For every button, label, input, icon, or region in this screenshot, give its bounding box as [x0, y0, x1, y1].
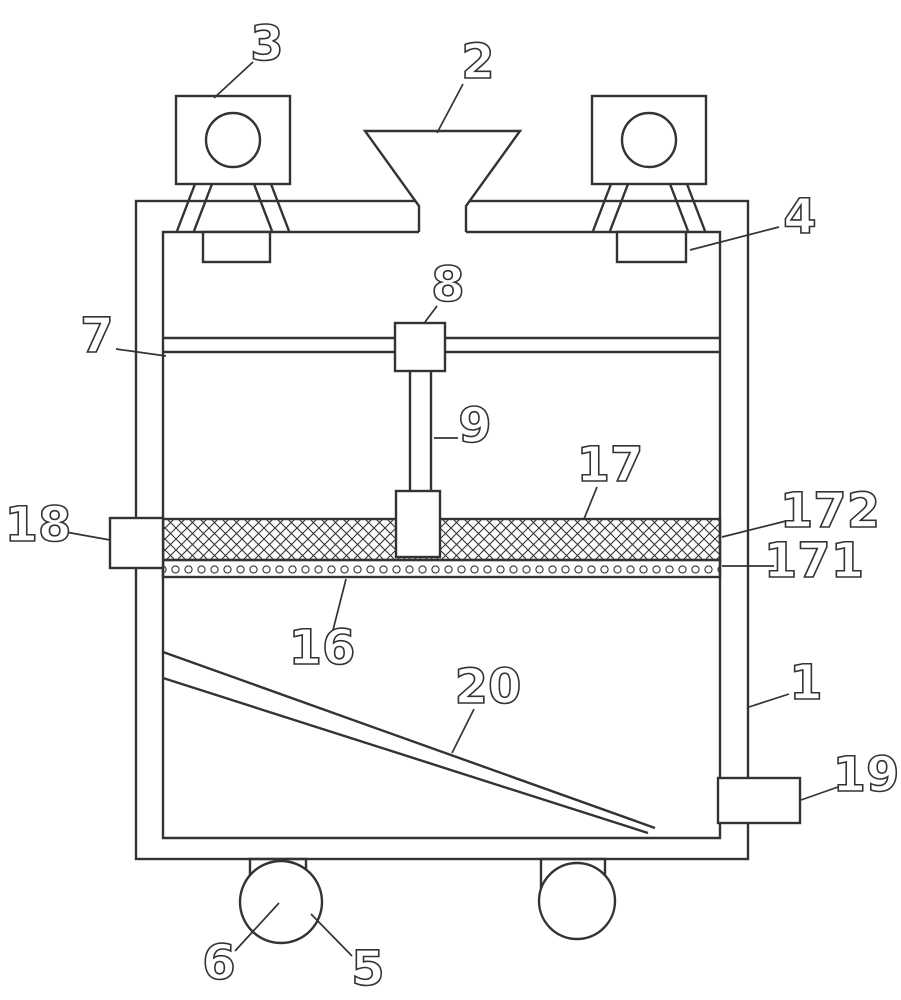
ref-label-2: 2 — [461, 34, 494, 90]
right-motor-body — [590, 94, 708, 186]
ref-label-6: 6 — [202, 935, 235, 991]
ref-label-9: 9 — [458, 398, 491, 454]
right-motor-leg-2 — [608, 183, 630, 232]
left-wheel — [238, 859, 324, 945]
filter-mat-hatched — [161, 517, 722, 562]
leader-line-1 — [748, 693, 790, 708]
leader-line-2 — [436, 83, 464, 134]
leader-line-16 — [330, 578, 347, 639]
left-motor-leg-4 — [269, 183, 291, 232]
left-side-port — [108, 516, 165, 570]
leader-line-19 — [800, 786, 839, 801]
discharge-outlet — [716, 776, 802, 825]
ref-label-20: 20 — [455, 659, 522, 715]
left-motor-leg-2 — [192, 183, 214, 232]
perforated-plate — [161, 558, 722, 579]
ref-label-4: 4 — [783, 189, 816, 245]
ref-label-1: 1 — [789, 655, 822, 711]
ref-label-172: 172 — [780, 483, 880, 539]
feed-hopper — [362, 129, 523, 232]
left-motor-leg-1 — [175, 183, 197, 232]
beam-slider-box — [393, 321, 447, 373]
right-wheel — [537, 861, 617, 941]
leader-line-6 — [234, 902, 280, 952]
right-motor-leg-4 — [685, 183, 707, 232]
ref-label-171: 171 — [764, 533, 864, 589]
leader-line-172 — [721, 520, 787, 538]
ref-label-8: 8 — [431, 257, 464, 313]
left-motor-body — [174, 94, 292, 186]
plunger-head — [394, 489, 442, 559]
leader-line-4 — [689, 226, 780, 251]
right-motor-leg-1 — [591, 183, 613, 232]
ref-label-3: 3 — [250, 16, 283, 72]
ref-label-5: 5 — [351, 941, 384, 997]
leader-line-7 — [115, 348, 167, 357]
ref-label-18: 18 — [5, 497, 72, 553]
top-block-left — [201, 230, 272, 264]
leader-line-3 — [213, 61, 254, 99]
right-motor-shaft — [620, 111, 678, 169]
ref-label-19: 19 — [833, 747, 900, 803]
leader-line-17 — [583, 486, 598, 520]
left-motor-shaft — [204, 111, 262, 169]
leader-line-20 — [451, 708, 475, 754]
leader-line-18 — [59, 530, 111, 541]
right-motor-leg-3 — [668, 183, 690, 232]
ref-label-7: 7 — [80, 308, 113, 364]
incline-plate-bottom-edge — [162, 676, 649, 835]
leader-line-5 — [310, 913, 353, 957]
ref-label-16: 16 — [289, 620, 356, 676]
left-motor-leg-3 — [252, 183, 274, 232]
ref-label-17: 17 — [577, 437, 644, 493]
leader-line-8 — [424, 305, 438, 323]
top-block-right — [615, 230, 688, 264]
incline-plate-top-edge — [162, 650, 656, 830]
